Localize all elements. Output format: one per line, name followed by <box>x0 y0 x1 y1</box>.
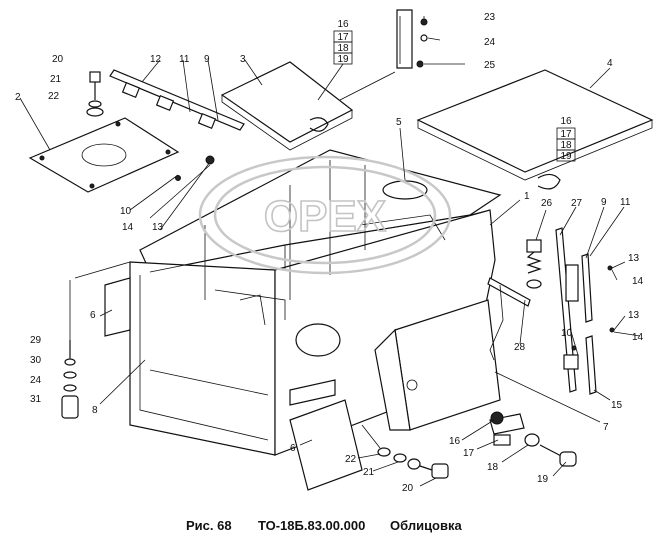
stack-2-item-2: 17 <box>560 129 572 140</box>
bolt-stack-top <box>86 71 104 117</box>
callout-19: 19 <box>537 474 549 485</box>
stack-1-item-4: 19 <box>337 54 349 65</box>
callout-4: 4 <box>607 58 613 69</box>
callout-6a: 6 <box>90 310 96 321</box>
callout-18: 18 <box>487 462 499 473</box>
callout-24b: 24 <box>30 375 42 386</box>
callout-1: 1 <box>524 191 530 202</box>
figure-title: Облицовка <box>390 518 462 533</box>
rail-part <box>396 9 428 69</box>
main-housing <box>129 149 502 456</box>
callout-13c: 13 <box>628 310 640 321</box>
callout-21a: 21 <box>50 74 62 85</box>
stack-1-item-1: 16 <box>337 19 349 30</box>
callout-13a: 13 <box>152 222 164 233</box>
callout-14a: 14 <box>122 222 134 233</box>
callout-14b: 14 <box>632 276 644 287</box>
latch-26-28 <box>487 239 542 361</box>
callout-17: 17 <box>463 448 475 459</box>
callout-22b: 22 <box>345 454 357 465</box>
figure-caption: Рис. 68 ТО-18Б.83.00.000 Облицовка <box>186 518 462 533</box>
leader-lines <box>19 16 641 487</box>
callout-2: 2 <box>15 92 21 103</box>
watermark-logo: OPEX <box>198 155 452 275</box>
bolt-stack-left <box>61 340 79 419</box>
stack-1-item-3: 18 <box>337 43 349 54</box>
callout-26: 26 <box>541 198 553 209</box>
callout-3: 3 <box>240 54 246 65</box>
rail-strips-right <box>555 227 615 395</box>
stack-2-item-4: 19 <box>560 151 572 162</box>
callout-15: 15 <box>611 400 623 411</box>
ref-stack-2: 16 17 18 19 <box>556 116 576 162</box>
panel-6-bottom <box>289 399 381 491</box>
callout-21b: 21 <box>363 467 375 478</box>
callout-11a: 11 <box>179 54 190 65</box>
callout-16: 16 <box>449 436 461 447</box>
callout-9b: 9 <box>601 197 607 208</box>
callout-20a: 20 <box>52 54 64 65</box>
callout-11b: 11 <box>620 197 631 208</box>
panel-6-left <box>69 261 131 360</box>
cover-3 <box>220 61 396 151</box>
callout-5: 5 <box>396 117 402 128</box>
ref-stack-1: 16 17 18 19 <box>317 19 353 101</box>
callout-labels: 1 2 3 4 5 6 6 7 8 9 9 10 10 11 11 12 13 … <box>15 12 644 494</box>
callout-14c: 14 <box>632 332 644 343</box>
callout-31: 31 <box>30 394 42 405</box>
plate-2 <box>28 117 180 193</box>
callout-28: 28 <box>514 342 526 353</box>
stack-1-item-2: 17 <box>337 32 349 43</box>
callout-23: 23 <box>484 12 496 23</box>
callout-27: 27 <box>571 198 583 209</box>
callout-13b: 13 <box>628 253 640 264</box>
callout-22a: 22 <box>48 91 60 102</box>
cover-4 <box>416 69 654 190</box>
callout-10a: 10 <box>120 206 132 217</box>
watermark-text: OPEX <box>264 192 386 241</box>
callout-25: 25 <box>484 60 496 71</box>
callout-30: 30 <box>30 355 42 366</box>
callout-9a: 9 <box>204 54 210 65</box>
callout-29: 29 <box>30 335 42 346</box>
stack-2-item-3: 18 <box>560 140 572 151</box>
figure-number: Рис. 68 <box>186 518 232 533</box>
callout-6b: 6 <box>290 443 296 454</box>
callout-24a: 24 <box>484 37 496 48</box>
bolt-stack-bottom <box>377 447 449 479</box>
strip-9-12 <box>109 69 245 231</box>
callout-10b: 10 <box>561 328 573 339</box>
callout-8: 8 <box>92 405 98 416</box>
callout-20b: 20 <box>402 483 414 494</box>
callout-12: 12 <box>150 54 162 65</box>
hinge-16-19 <box>489 411 577 467</box>
drawing-code: ТО-18Б.83.00.000 <box>258 518 365 533</box>
stack-2-item-1: 16 <box>560 116 572 127</box>
door-7 <box>374 299 501 431</box>
callout-7: 7 <box>603 422 609 433</box>
